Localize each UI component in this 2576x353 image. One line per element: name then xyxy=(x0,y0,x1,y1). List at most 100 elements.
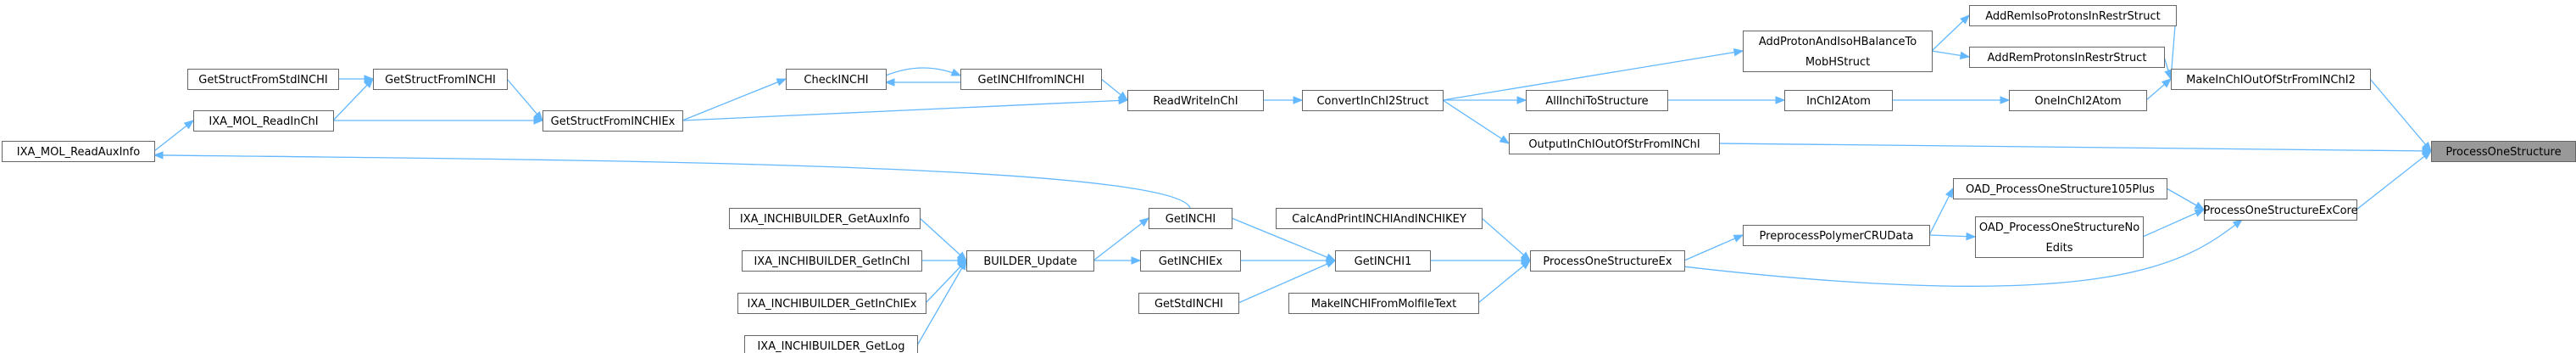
edge-calc-posx xyxy=(1481,217,1531,261)
arrowhead xyxy=(2194,209,2206,217)
node-ixa-mol-readinchi[interactable]: IXA_MOL_ReadInChI xyxy=(193,110,334,132)
node-label: ProcessOneStructureEx xyxy=(1543,255,1672,268)
arrowhead xyxy=(1131,256,1142,265)
node-label: MakeINCHIFromMolfileText xyxy=(1311,298,1457,311)
arrowhead xyxy=(1945,187,1954,199)
node-box xyxy=(1975,216,2144,258)
node-box xyxy=(742,250,922,272)
edge-mkl-pos xyxy=(2369,78,2432,152)
edge-oout-pos xyxy=(1718,143,2432,152)
node-ixa-inchibuilder-getinchi[interactable]: IXA_INCHIBUILDER_GetInChI xyxy=(742,250,922,272)
node-makeinchioutofstrfrominchi2[interactable]: MakeInChIOutOfStrFromINChI2 xyxy=(2171,69,2371,90)
arrowhead xyxy=(183,120,195,130)
edge-mkm-posx xyxy=(1477,260,1531,304)
node-label: IXA_MOL_ReadAuxInfo xyxy=(17,146,140,159)
node-box xyxy=(1302,90,1444,111)
node-processonestructureex[interactable]: ProcessOneStructureEx xyxy=(1530,250,1685,272)
node-readwriteinchi[interactable]: ReadWriteInChI xyxy=(1127,90,1264,111)
node-label: IXA_MOL_ReadInChI xyxy=(209,115,318,128)
arrowhead xyxy=(1520,260,1532,270)
arrowhead xyxy=(950,68,962,76)
node-box xyxy=(1784,90,1893,111)
node-processonestructure[interactable]: ProcessOneStructure xyxy=(2431,141,2576,162)
node-builder-update[interactable]: BUILDER_Update xyxy=(966,250,1094,272)
node-label: AddProtonAndIsoHBalanceTo xyxy=(1759,36,1917,48)
node-getstructfrominchiex[interactable]: GetStructFromINCHIEx xyxy=(542,110,683,132)
arrowhead xyxy=(1325,260,1337,268)
node-ixa-inchibuilder-getauxinfo[interactable]: IXA_INCHIBUILDER_GetAuxInfo xyxy=(729,208,921,229)
edge-gsf-gsfe xyxy=(506,78,543,121)
arrowhead xyxy=(533,110,543,122)
node-convertinchi2struct[interactable]: ConvertInChI2Struct xyxy=(1302,90,1444,111)
node-label: OutputInChIOutOfStrFromINChI xyxy=(1528,138,1700,151)
node-label: GetINCHI xyxy=(1166,213,1216,226)
arrowhead xyxy=(1959,51,1971,60)
node-getinchifrominchi[interactable]: GetINCHIfromINCHI xyxy=(960,69,1102,90)
node-getinchiex[interactable]: GetINCHIEx xyxy=(1140,250,1241,272)
node-label: GetStructFromINCHI xyxy=(385,74,496,87)
node-checkinchi[interactable]: CheckINCHI xyxy=(786,69,887,90)
node-oneinchi2atom[interactable]: OneInChI2Atom xyxy=(2009,90,2147,111)
node-label: ConvertInChI2Struct xyxy=(1316,95,1428,108)
edge-pex-pos xyxy=(2356,150,2432,210)
node-label: GetStructFromStdINCHI xyxy=(198,74,327,87)
node-processonestructureexcore[interactable]: ProcessOneStructureExCore xyxy=(2203,199,2358,221)
node-box xyxy=(373,69,508,90)
node-getstdinchi[interactable]: GetStdINCHI xyxy=(1138,293,1239,314)
node-box xyxy=(1127,90,1264,111)
node-label: Edits xyxy=(2046,242,2073,255)
node-getstructfrominchi[interactable]: GetStructFromINCHI xyxy=(373,69,508,90)
node-inchi2atom[interactable]: InChI2Atom xyxy=(1784,90,1893,111)
node-makeinchifrommolfiletext[interactable]: MakeINCHIFromMolfileText xyxy=(1288,293,1479,314)
node-box xyxy=(1509,133,1720,154)
node-ixa-mol-readauxinfo[interactable]: IXA_MOL_ReadAuxInfo xyxy=(2,141,155,162)
node-label: GetINCHIEx xyxy=(1159,255,1223,268)
node-box xyxy=(966,250,1094,272)
node-box xyxy=(1288,293,1479,314)
node-label: CalcAndPrintINCHIAndINCHIKEY xyxy=(1292,213,1466,226)
node-label: GetStdINCHI xyxy=(1154,298,1223,311)
node-getinchi1[interactable]: GetINCHI1 xyxy=(1335,250,1431,272)
arrowhead xyxy=(958,259,967,271)
node-box xyxy=(1149,208,1232,229)
arrowhead xyxy=(884,78,895,87)
node-addremprotonsinrestrstruct[interactable]: AddRemProtonsInRestrStruct xyxy=(1969,47,2165,68)
node-box xyxy=(1276,208,1483,229)
node-label: IXA_INCHIBUILDER_GetAuxInfo xyxy=(740,213,910,226)
node-allinchitostructure[interactable]: AllInchiToStructure xyxy=(1526,90,1668,111)
edge-ixr-gsf xyxy=(332,78,374,121)
node-box xyxy=(1526,90,1668,111)
arrowhead xyxy=(2232,219,2244,229)
node-ixa-inchibuilder-getlog[interactable]: IXA_INCHIBUILDER_GetLog xyxy=(744,335,918,353)
node-outputinchioutofstrfrominchi[interactable]: OutputInChIOutOfStrFromINChI xyxy=(1509,133,1720,154)
node-ixa-inchibuilder-getinchiex[interactable]: IXA_INCHIBUILDER_GetInChIEx xyxy=(737,293,926,314)
arrowhead xyxy=(776,78,787,87)
node-box xyxy=(1335,250,1431,272)
node-calcandprintinchiandinchikey[interactable]: CalcAndPrintINCHIAndINCHIKEY xyxy=(1276,208,1483,229)
node-preprocesspolymercrudata[interactable]: PreprocessPolymerCRUData xyxy=(1743,225,1930,246)
node-getinchi[interactable]: GetINCHI xyxy=(1149,208,1232,229)
arrowhead xyxy=(1966,232,1977,241)
arrowhead xyxy=(1775,96,1786,104)
node-oad-processonestructure105plus[interactable]: OAD_ProcessOneStructure105Plus xyxy=(1953,178,2167,199)
node-label: IXA_INCHIBUILDER_GetInChIEx xyxy=(748,298,917,311)
node-box xyxy=(2204,199,2357,221)
edge-posx-pex xyxy=(1683,219,2243,287)
node-box xyxy=(187,69,339,90)
graph-nodes: ProcessOneStructure MakeInChIOutOfStrFrom… xyxy=(2,5,2576,353)
edge-conv-apb xyxy=(1442,50,1744,101)
arrowhead xyxy=(1733,234,1744,243)
edge-bu-gi xyxy=(1093,217,1149,261)
edge-gi-ixa xyxy=(153,154,1191,209)
node-label: OneInChI2Atom xyxy=(2034,95,2121,108)
edge-oad2-pex xyxy=(2142,209,2205,238)
node-box xyxy=(729,208,921,229)
node-label: PreprocessPolymerCRUData xyxy=(1760,230,1914,243)
node-getstructfromstdinchi[interactable]: GetStructFromStdINCHI xyxy=(187,69,339,90)
node-addremisoprotonsinrestrstruct[interactable]: AddRemIsoProtonsInRestrStruct xyxy=(1969,5,2177,26)
node-box xyxy=(193,110,334,132)
node-box xyxy=(786,69,887,90)
